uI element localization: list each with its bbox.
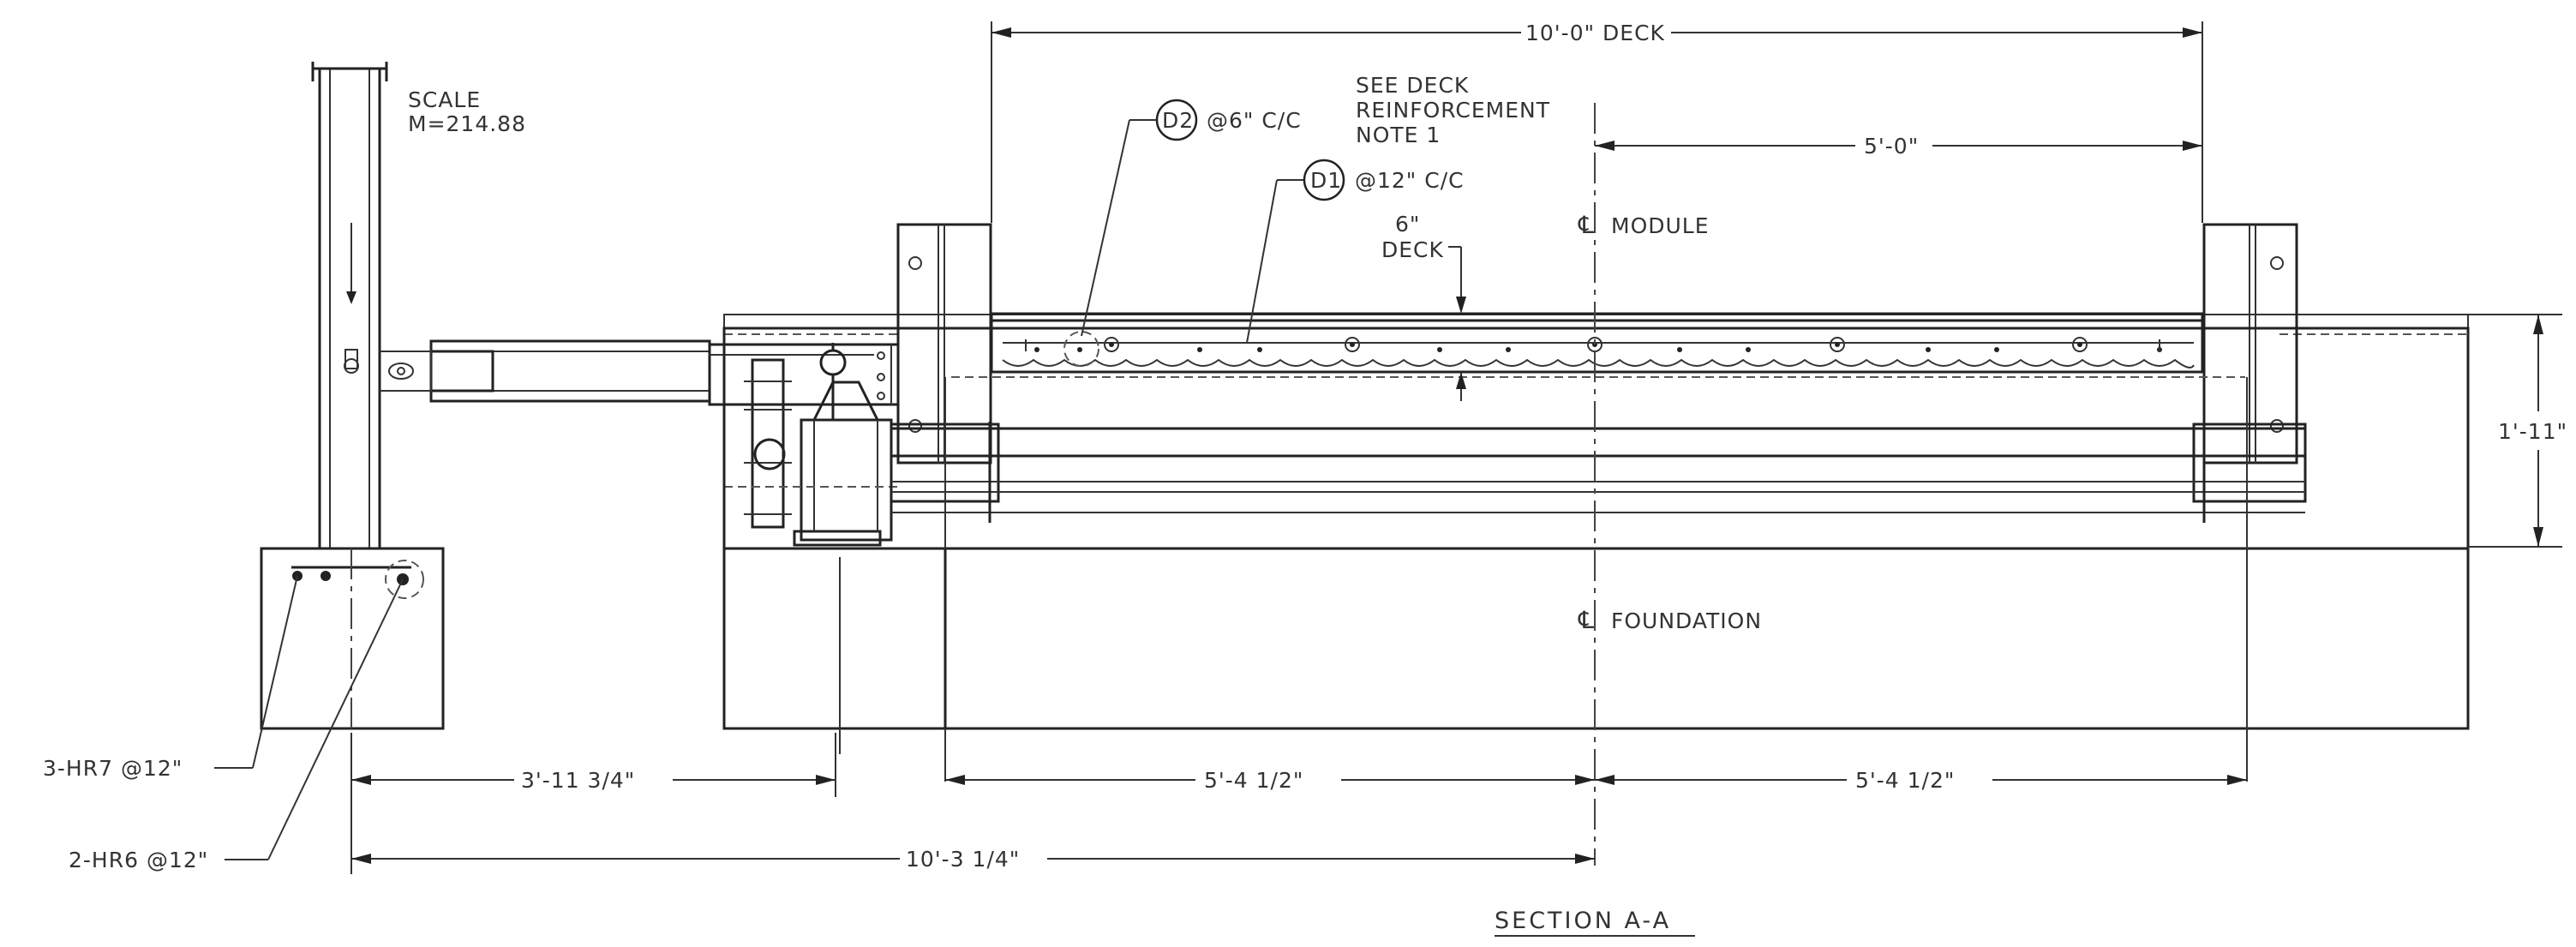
see-deck-line-1: SEE DECK (1356, 73, 1469, 98)
scale-note: SCALE M=214.88 (408, 87, 526, 136)
see-deck-line-3: NOTE 1 (1356, 123, 1441, 147)
gate-mechanism (744, 343, 893, 547)
height-label: 1'-11" (2498, 419, 2567, 444)
total-label: 10'-3 1/4" (906, 847, 1020, 872)
rebar-hr6-label: 2-HR6 @12" (69, 848, 208, 872)
dim-height: 1'-11" (2468, 314, 2567, 548)
section-title-text: SECTION A-A (1495, 908, 1671, 934)
d2-tag-circle (1155, 99, 1198, 141)
module-label: MODULE (1611, 213, 1710, 238)
gate-post (311, 62, 388, 550)
foundation-cl-label: ℄ FOUNDATION (1578, 606, 1762, 634)
d1-tag: D1 (1310, 168, 1342, 193)
deck-thickness-line-1: 6" (1395, 212, 1420, 237)
d1-callout: D1 @12" C/C (1246, 159, 1465, 344)
d1-spacing: @12" C/C (1355, 168, 1465, 193)
d2-callout: D2 @6" C/C (1081, 99, 1302, 337)
see-deck-line-2: REINFORCEMENT (1356, 98, 1550, 123)
rebar-callouts: 3-HR7 @12" 2-HR6 @12" (43, 575, 404, 872)
half-foundation-right-label: 5'-4 1/2" (1855, 768, 1955, 793)
see-deck-note: SEE DECK REINFORCEMENT NOTE 1 (1356, 73, 1550, 147)
deck-width-label: 10'-0" DECK (1525, 21, 1665, 45)
section-title: SECTION A-A (1495, 908, 1695, 937)
deck-thickness-line-2: DECK (1381, 237, 1444, 262)
scale-line-1: SCALE (408, 87, 481, 112)
cl-symbol-module: ℄ (1578, 211, 1595, 239)
left-offset-label: 3'-11 3/4" (521, 768, 635, 793)
module-cl-label: ℄ MODULE (1578, 211, 1710, 239)
rebar-hr7-label: 3-HR7 @12" (43, 756, 183, 781)
deck-slab (990, 312, 2204, 374)
deck-thickness-note: 6" DECK (1381, 212, 1466, 401)
dim-total: 10'-3 1/4" (351, 847, 1595, 872)
dim-bottom-row: 3'-11 3/4" 5'-4 1/2" 5'-4 1/2" (350, 733, 2247, 874)
right-abutment (2192, 223, 2307, 503)
gate-arm (380, 339, 900, 406)
d1-tag-circle (1303, 159, 1345, 201)
module-side-rails (723, 314, 2469, 488)
half-foundation-left-label: 5'-4 1/2" (1204, 768, 1303, 793)
d2-spacing: @6" C/C (1207, 108, 1302, 133)
scale-line-2: M=214.88 (408, 111, 526, 136)
foundation-label: FOUNDATION (1611, 608, 1762, 633)
cl-symbol-foundation: ℄ (1578, 606, 1595, 634)
module-beams (891, 376, 2305, 523)
dim-half-deck: 5'-0" (1595, 134, 2202, 159)
half-deck-label: 5'-0" (1864, 134, 1919, 159)
d2-tag: D2 (1162, 108, 1194, 133)
foundation (722, 327, 2470, 782)
dim-deck-width: 10'-0" DECK (991, 21, 2203, 223)
